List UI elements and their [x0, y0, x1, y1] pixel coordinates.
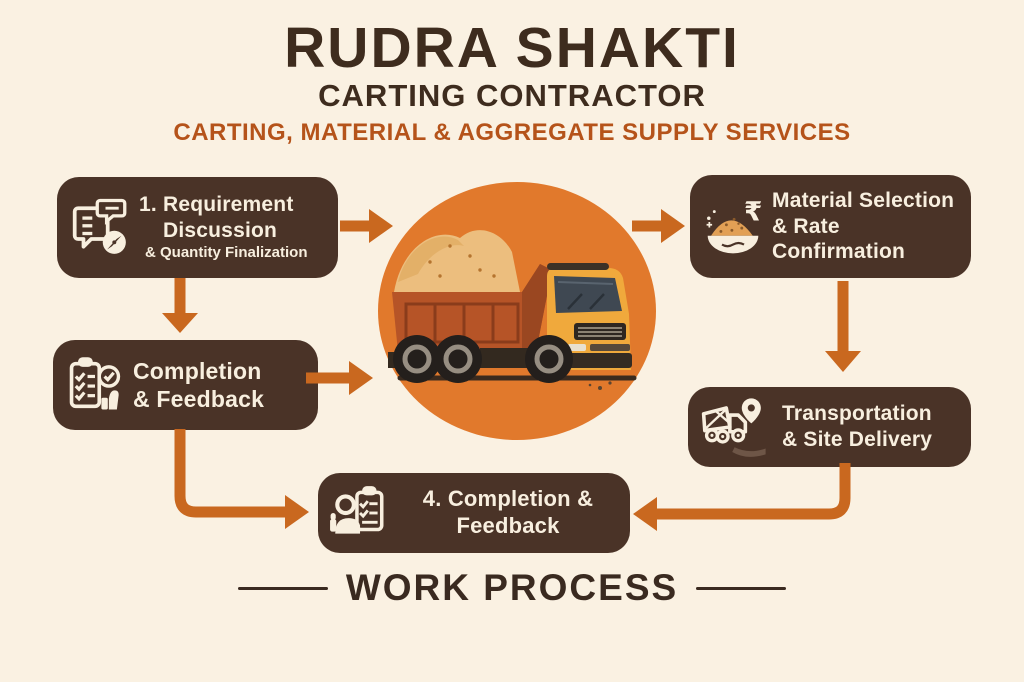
step-title-line: 1. Requirement: [139, 193, 294, 217]
step-subtitle: & Quantity Finalization: [145, 244, 308, 262]
step-title-line: 4. Completion &: [422, 486, 594, 512]
step-transportation-delivery: Transportation & Site Delivery: [688, 387, 971, 467]
dump-truck-illustration: [378, 182, 656, 440]
footer-right-rule: [696, 586, 787, 590]
step-requirement-discussion: 1. Requirement Discussion & Quantity Fin…: [57, 177, 338, 278]
step-title-line: Confirmation: [772, 240, 906, 264]
step-title-line: Discussion: [163, 218, 278, 242]
step-text: 1. Requirement Discussion & Quantity Fin…: [139, 192, 308, 263]
step-completion-feedback-final: 4. Completion & Feedback: [318, 473, 630, 553]
svg-text:₹: ₹: [744, 196, 762, 227]
company-subtitle: CARTING CONTRACTOR: [318, 78, 706, 113]
step-title-line: Material Selection: [772, 189, 955, 213]
aggregate-bowl-rupee-icon: ₹: [700, 194, 766, 260]
step-material-selection: ₹ Material Selection & Rate Confirmation: [690, 175, 971, 278]
work-process-label: WORK PROCESS: [345, 567, 679, 608]
step-title-line: & Site Delivery: [782, 428, 933, 451]
step-title-line: & Feedback: [133, 386, 265, 412]
step-title-line: Feedback: [456, 513, 560, 538]
step-text: Completion & Feedback: [133, 357, 264, 413]
step-text: Material Selection & Rate Confirmation: [772, 188, 954, 265]
delivery-truck-pin-icon: [698, 396, 776, 458]
company-title: RUDRA SHAKTI: [284, 16, 740, 80]
services-tagline: CARTING, MATERIAL & AGGREGATE SUPPLY SER…: [173, 119, 851, 146]
footer-left-rule: [237, 586, 328, 590]
discussion-compass-icon: [67, 195, 133, 261]
checklist-thumbs-up-icon: [63, 353, 127, 417]
step-completion-feedback-mid: Completion & Feedback: [53, 340, 318, 430]
person-checklist-icon: [328, 482, 390, 544]
footer: WORK PROCESS: [0, 567, 1024, 609]
step-title-line: Completion: [133, 357, 262, 384]
step-text: 4. Completion & Feedback: [396, 486, 620, 540]
step-title-line: & Rate: [772, 214, 840, 238]
header: RUDRA SHAKTI CARTING CONTRACTOR CARTING,…: [0, 0, 1024, 145]
step-text: Transportation & Site Delivery: [782, 401, 932, 452]
step-title-line: Transportation: [782, 402, 932, 426]
